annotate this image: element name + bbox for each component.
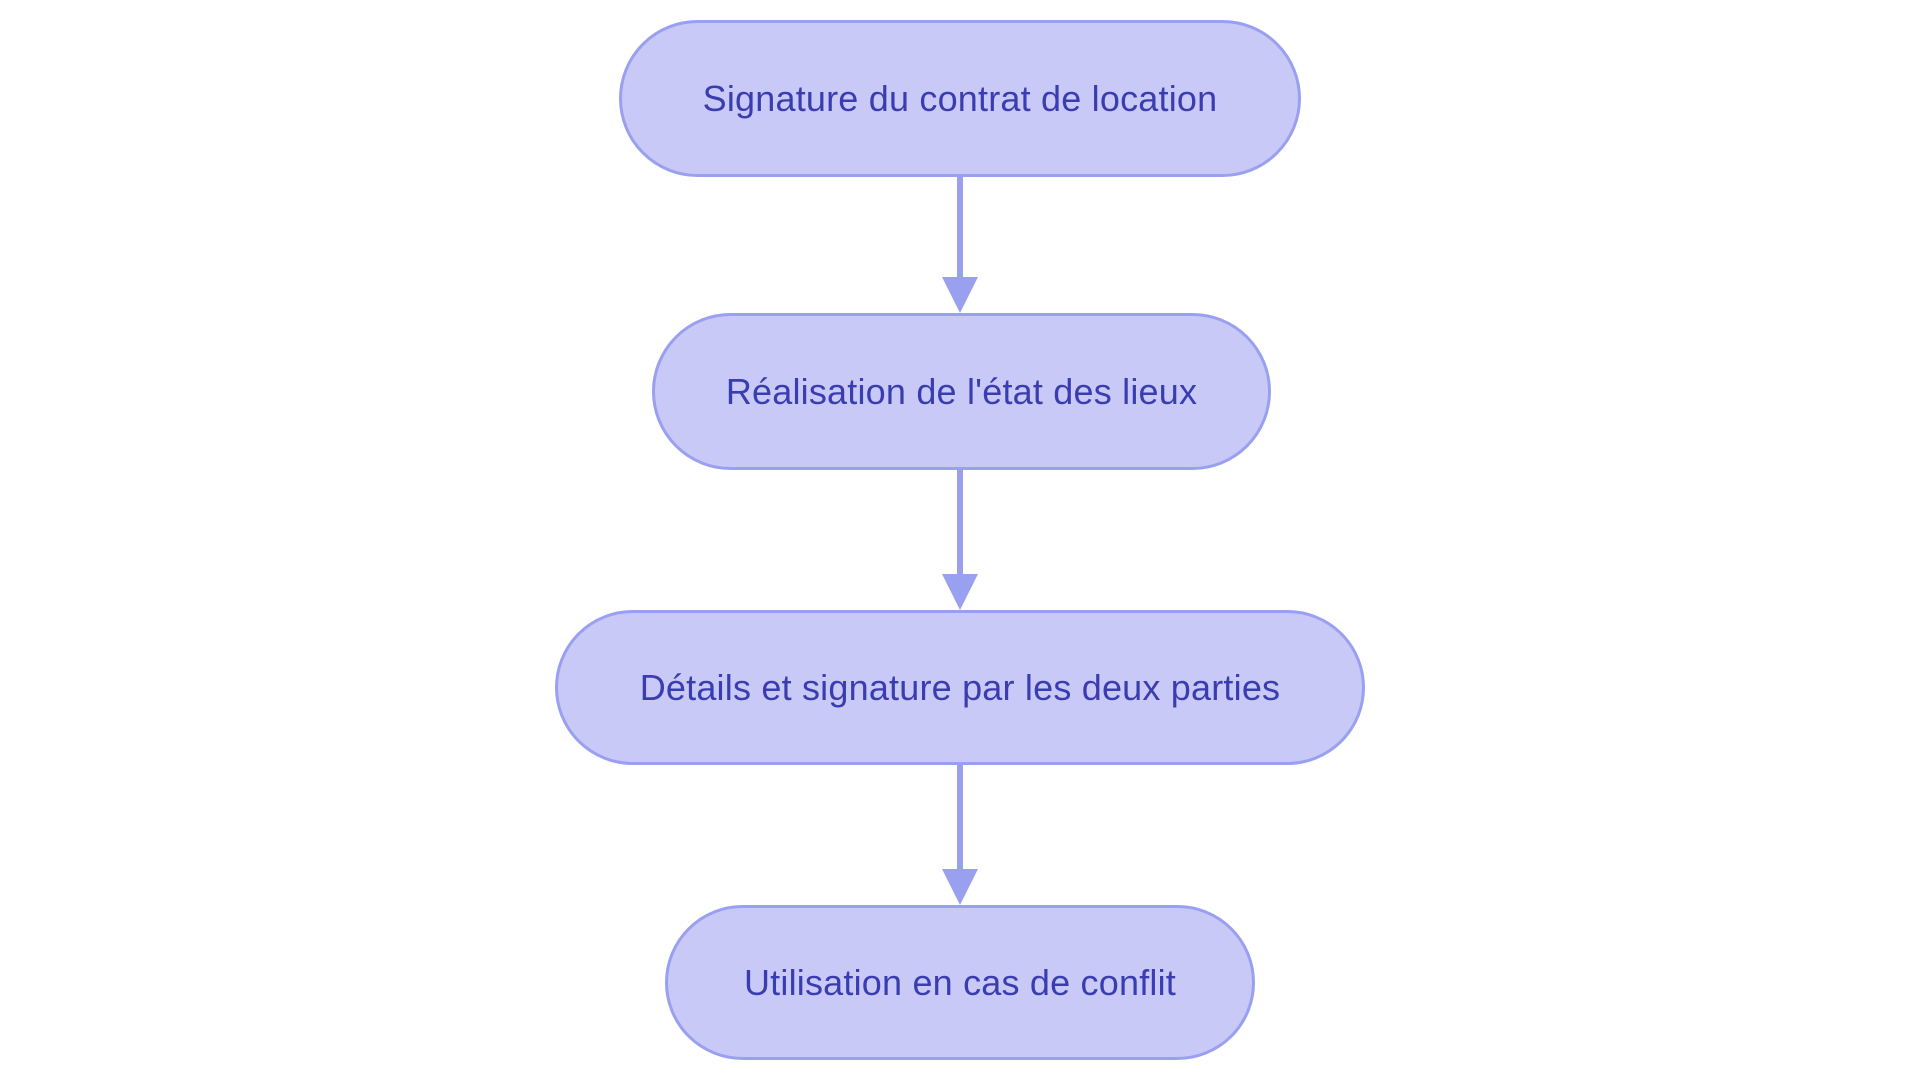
flowchart-node-utilisation-conflit: Utilisation en cas de conflit xyxy=(665,905,1255,1060)
arrow-shaft xyxy=(957,765,963,875)
arrowhead-down-icon xyxy=(942,574,978,610)
flow-arrow-2 xyxy=(942,470,978,610)
arrow-shaft xyxy=(957,470,963,580)
flowchart-node-etat-des-lieux: Réalisation de l'état des lieux xyxy=(652,313,1271,470)
node-label: Réalisation de l'état des lieux xyxy=(725,370,1198,412)
arrowhead-down-icon xyxy=(942,869,978,905)
node-label: Utilisation en cas de conflit xyxy=(743,961,1177,1003)
flow-arrow-1 xyxy=(942,177,978,313)
node-label: Détails et signature par les deux partie… xyxy=(639,666,1281,708)
node-label: Signature du contrat de location xyxy=(702,77,1218,119)
arrow-shaft xyxy=(957,177,963,283)
flowchart-node-details-signature: Détails et signature par les deux partie… xyxy=(555,610,1365,765)
flow-arrow-3 xyxy=(942,765,978,905)
arrowhead-down-icon xyxy=(942,277,978,313)
flowchart-node-signature-contrat: Signature du contrat de location xyxy=(619,20,1301,177)
